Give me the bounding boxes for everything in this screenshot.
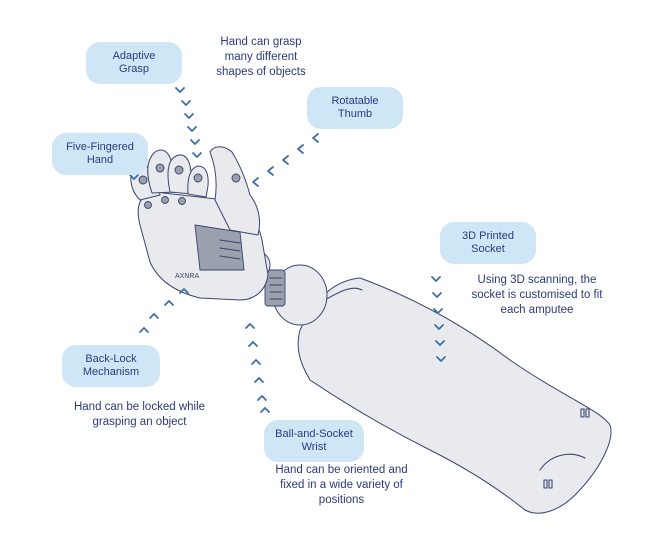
- description-line: grasping an object: [92, 416, 187, 428]
- description-socket: Using 3D scanning, the socket is customi…: [452, 273, 622, 318]
- description-lock: Hand can be locked while grasping an obj…: [52, 400, 227, 430]
- description-line: many different: [224, 51, 298, 63]
- callout-label-line2: Thumb: [337, 108, 373, 120]
- callout-label-line1: Back-Lock: [85, 353, 137, 365]
- callout-label-line1: Adaptive: [112, 50, 156, 62]
- description-line: shapes of objects: [216, 66, 306, 78]
- callout-label-line1: Ball-and-Socket: [275, 428, 353, 440]
- callout-label-line2: Wrist: [301, 441, 327, 453]
- callout-rotatable-thumb: Rotatable Thumb: [307, 87, 403, 129]
- callout-back-lock-mechanism: Back-Lock Mechanism: [62, 345, 160, 387]
- arrows-adaptive-grasp: [175, 87, 202, 158]
- callout-label-line2: Socket: [471, 243, 505, 255]
- callout-label-line2: Grasp: [119, 63, 149, 75]
- socket-drawing: [297, 277, 612, 514]
- vent-icon: [543, 408, 590, 489]
- arrows-back-lock: [139, 288, 189, 333]
- description-grasp: Hand can grasp many different shapes of …: [196, 35, 326, 80]
- svg-text:AXNRA: AXNRA: [175, 273, 199, 280]
- callout-label-line2: Hand: [86, 154, 114, 166]
- callout-label-line1: Rotatable: [331, 95, 379, 107]
- description-line: Hand can grasp: [220, 36, 302, 48]
- callout-ball-socket-wrist: Ball-and-Socket Wrist: [264, 420, 364, 462]
- arrows-rotatable-thumb: [252, 133, 319, 187]
- callout-label-line2: Mechanism: [82, 366, 140, 378]
- arrows-socket: [431, 276, 446, 362]
- description-line: socket is customised to fit: [471, 289, 603, 301]
- arrows-ball-socket: [245, 323, 270, 413]
- description-line: each amputee: [500, 304, 574, 316]
- callout-3d-printed-socket: 3D Printed Socket: [440, 222, 536, 264]
- callout-five-fingered-hand: Five-Fingered Hand: [52, 133, 148, 175]
- callout-label-line1: 3D Printed: [462, 230, 514, 242]
- description-wrist: Hand can be oriented and fixed in a wide…: [254, 463, 429, 508]
- hand-drawing: AXNRA: [130, 146, 269, 301]
- description-line: Hand can be locked while: [73, 401, 206, 413]
- description-line: Hand can be oriented and: [275, 464, 408, 476]
- description-line: Using 3D scanning, the: [477, 274, 597, 286]
- callout-label-line1: Five-Fingered: [66, 141, 134, 153]
- description-line: fixed in a wide variety of: [280, 479, 403, 491]
- callout-adaptive-grasp: Adaptive Grasp: [86, 42, 182, 84]
- description-line: positions: [318, 494, 365, 506]
